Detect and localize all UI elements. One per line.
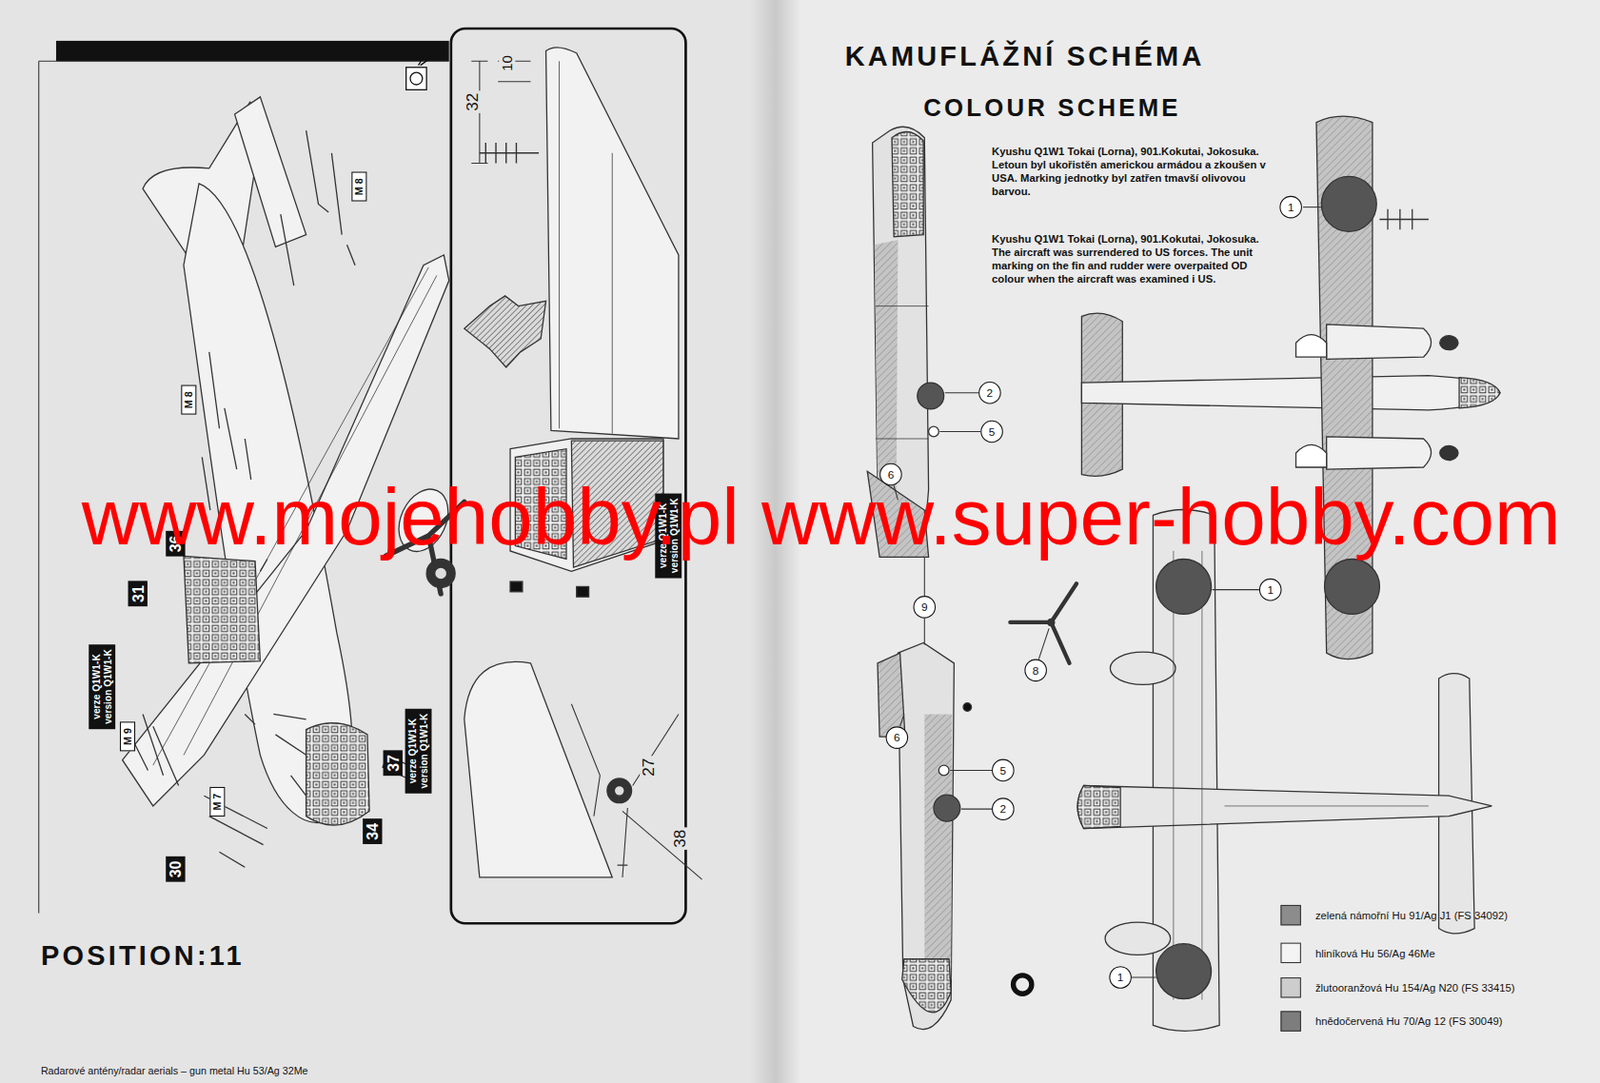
leader-lines (893, 207, 1323, 978)
node-text: 1 (1117, 971, 1125, 985)
watermark: www.mojehobby.pl www.super-hobby.com (81, 471, 1561, 565)
top-view (1081, 116, 1501, 659)
dimension: 38 (671, 828, 690, 850)
version-tag: verze Q1W1-Kversion Q1W1-K (88, 644, 116, 730)
legend-row: hliníková Hu 56/Ag 46Me (1280, 943, 1435, 964)
node-text: version Q1W1-K (418, 713, 431, 790)
callout-number: 2 (978, 381, 1002, 405)
node-text: 8 (1032, 664, 1040, 677)
dimension: 10 (498, 53, 515, 74)
callout-number: 6 (886, 726, 909, 750)
description: Kyushu Q1W1 Tokai (Lorna), 901.Kokutai, … (991, 144, 1273, 198)
subtitle: COLOUR SCHEME (923, 94, 1182, 123)
legend-text: hnědočervená Hu 70/Ag 12 (FS 30049) (1315, 1015, 1503, 1028)
node-text: 5 (988, 425, 996, 438)
node-text: 37 (384, 754, 402, 772)
inset-detail (464, 47, 703, 880)
node-text: 31 (129, 585, 147, 603)
callout-number: 1 (1259, 578, 1283, 602)
callout-number: 1 (1108, 966, 1132, 989)
side-view-lower (877, 642, 1032, 1029)
node-text: 30 (166, 860, 184, 878)
node-text: M 8 (353, 177, 365, 196)
bottom-view (1077, 509, 1492, 1031)
version-tag: verze Q1W1-Kversion Q1W1-K (405, 708, 433, 793)
part-number: 30 (165, 856, 185, 882)
part-number: 37 (383, 750, 403, 776)
page-position: POSITION:11 (40, 940, 245, 972)
legend-swatch (1280, 1010, 1301, 1031)
node-text: version Q1W1-K (101, 649, 114, 725)
node-text: 34 (363, 823, 381, 841)
legend-text: zelená námořní Hu 91/Ag J1 (FS 34092) (1315, 908, 1508, 922)
legend-swatch (1280, 977, 1301, 998)
node-text: 5 (1000, 764, 1008, 777)
node-text: M 8 (182, 391, 195, 409)
part-number: 31 (128, 581, 148, 607)
callout-number: 9 (913, 595, 937, 619)
propeller (1009, 583, 1077, 664)
legend-swatch (1280, 905, 1301, 926)
legend-row: zelená námořní Hu 91/Ag J1 (FS 34092) (1280, 905, 1508, 926)
node-text: 2 (1000, 803, 1008, 816)
node-text: verze Q1W1-K (407, 713, 419, 790)
part-code-box: M 8 (180, 385, 197, 415)
legend-text: hliníková Hu 56/Ag 46Me (1315, 947, 1436, 960)
node-text: M 7 (211, 793, 223, 811)
node-text: 9 (921, 600, 929, 613)
node-text: M 9 (121, 728, 134, 746)
part-code-box: M 9 (119, 722, 136, 752)
description: Kyushu Q1W1 Tokai (Lorna), 901.Kokutai, … (991, 232, 1273, 286)
node-text: 2 (987, 386, 994, 399)
callout-number: 2 (991, 797, 1015, 821)
callout-number: 5 (980, 420, 1004, 444)
callout-number: 8 (1024, 659, 1047, 683)
paint-note: Radarové antény/radar aerials – gun meta… (40, 1065, 309, 1077)
node-text: 1 (1287, 200, 1295, 214)
callout-number: 5 (991, 759, 1015, 783)
node-text: 6 (893, 731, 901, 745)
part-number: 34 (362, 819, 382, 845)
legend-text: žlutooranžová Hu 154/Ag N20 (FS 33415) (1315, 981, 1516, 994)
legend-swatch (1280, 943, 1301, 964)
callout-number: 1 (1279, 196, 1303, 219)
node-text: verze Q1W1-K (90, 649, 102, 725)
dimension: 32 (463, 91, 482, 114)
title: KAMUFLÁŽNÍ SCHÉMA (845, 40, 1205, 73)
legend-row: hnědočervená Hu 70/Ag 12 (FS 30049) (1280, 1010, 1502, 1031)
dimension: 27 (639, 756, 658, 779)
part-code-box: M 7 (209, 787, 225, 817)
part-code-box: M 8 (351, 172, 367, 202)
node-text: 1 (1266, 583, 1274, 596)
legend-row: žlutooranžová Hu 154/Ag N20 (FS 33415) (1280, 977, 1515, 998)
